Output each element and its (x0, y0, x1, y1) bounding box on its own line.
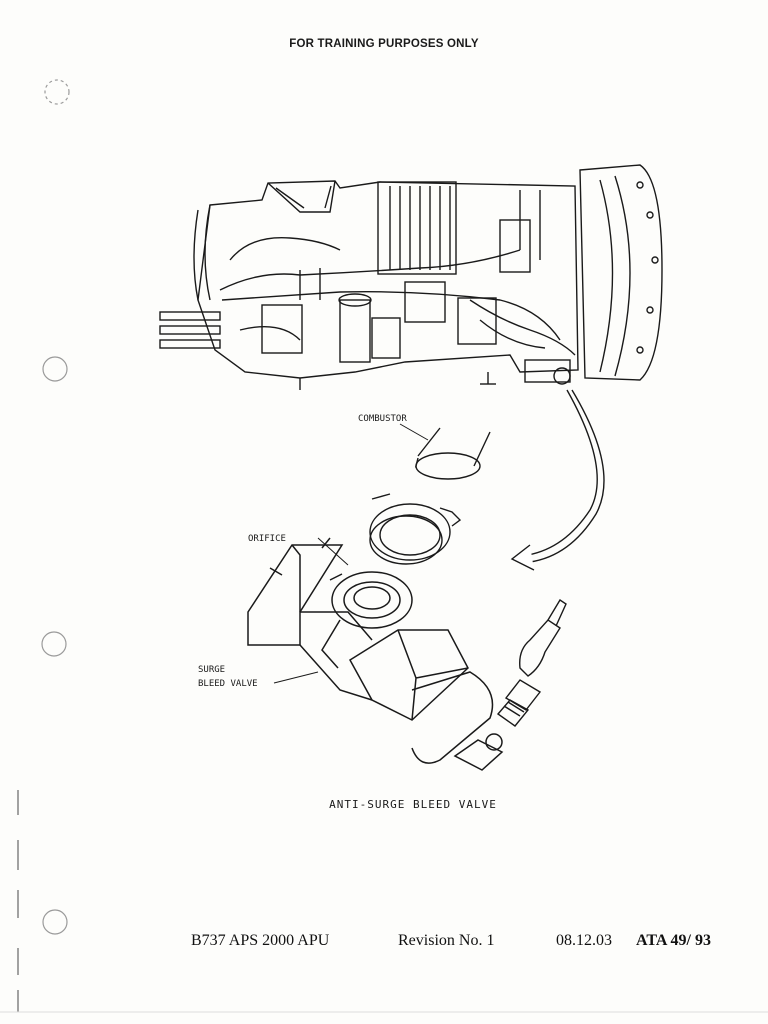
binder-holes (41, 79, 70, 935)
bleed-valve-body (247, 537, 504, 771)
surge-label: SURGE (198, 665, 225, 675)
detail-callout-arrow (510, 389, 605, 571)
combustor-label: COMBUSTOR (358, 414, 407, 424)
bleed-valve-label: BLEED VALVE (198, 679, 258, 689)
figure-labels: COMBUSTOR ORIFICE SURGE BLEED VALVE (198, 414, 429, 689)
footer-model: B737 APS 2000 APU (191, 932, 330, 949)
apu-engine-drawing (159, 164, 663, 390)
figure-caption: ANTI-SURGE BLEED VALVE (329, 798, 497, 811)
footer-ata-reference: ATA 49/ 93 (636, 932, 711, 949)
clamp-ring (369, 493, 462, 565)
electrical-connector (496, 599, 567, 727)
combustor-part (415, 427, 491, 480)
orifice-label: ORIFICE (248, 534, 286, 544)
footer-date: 08.12.03 (556, 932, 612, 949)
scan-edge-marks (0, 790, 768, 1013)
footer-revision: Revision No. 1 (398, 932, 495, 949)
training-header: FOR TRAINING PURPOSES ONLY (289, 38, 479, 50)
